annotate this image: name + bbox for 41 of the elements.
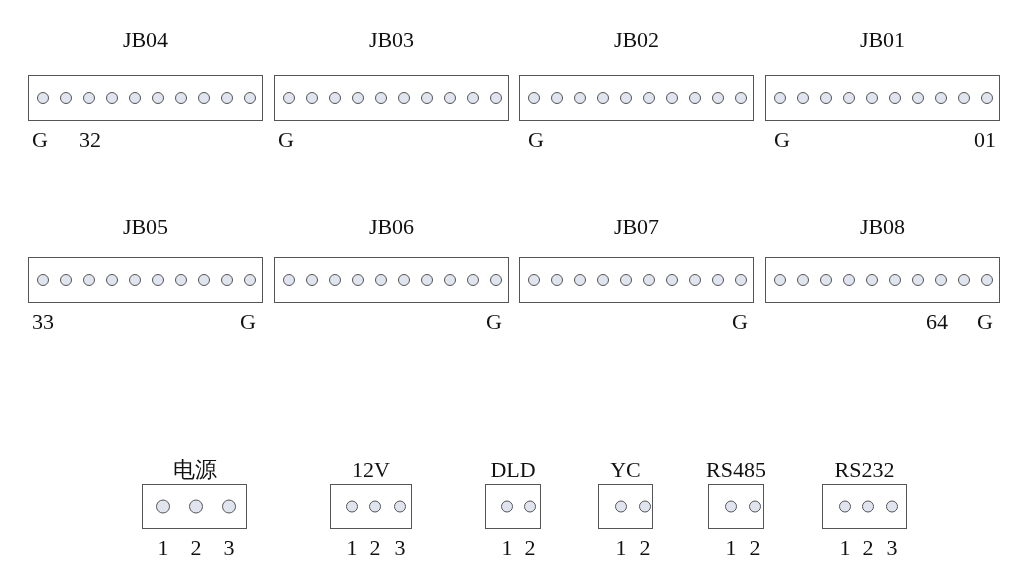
pin-label: 2 (369, 536, 381, 560)
connector-title: 12V (352, 458, 390, 482)
pin-label: 1 (615, 536, 627, 560)
pin-label: 2 (190, 536, 202, 560)
pin-label: G (486, 310, 502, 334)
pin-label: 32 (79, 128, 101, 152)
pin-label: 01 (974, 128, 996, 152)
connector-title: JB04 (122, 28, 169, 52)
connector-title: RS485 (706, 458, 766, 482)
pin-label: 2 (749, 536, 761, 560)
pin-label: 2 (639, 536, 651, 560)
pin-label: G (32, 128, 48, 152)
pin-label: 1 (839, 536, 851, 560)
connector-title: JB02 (613, 28, 660, 52)
pin-label: 2 (862, 536, 874, 560)
pin-label: G (732, 310, 748, 334)
pin-label: 2 (524, 536, 536, 560)
pin-label: G (240, 310, 256, 334)
connector-title: JB01 (859, 28, 906, 52)
pin-label: 1 (501, 536, 513, 560)
connector-title: JB05 (122, 215, 169, 239)
pin-label: G (774, 128, 790, 152)
connector-title: JB06 (368, 215, 415, 239)
pin-label: 3 (886, 536, 898, 560)
pin-label: 64 (926, 310, 948, 334)
connector-title: YC (610, 458, 641, 482)
connector-title: JB07 (613, 215, 660, 239)
pin-label: G (977, 310, 993, 334)
pin-label: 1 (725, 536, 737, 560)
connector-title: DLD (490, 458, 536, 482)
pin-label: G (278, 128, 294, 152)
connector-title: RS232 (834, 458, 895, 482)
connector-title: JB03 (368, 28, 415, 52)
pin-label: G (528, 128, 544, 152)
pin-label: 3 (223, 536, 235, 560)
connector-title: JB08 (859, 215, 906, 239)
pin-label: 1 (157, 536, 169, 560)
pin-label: 1 (346, 536, 358, 560)
pin-label: 3 (394, 536, 406, 560)
connector-title: 电源 (172, 458, 217, 482)
pin-label: 33 (32, 310, 54, 334)
